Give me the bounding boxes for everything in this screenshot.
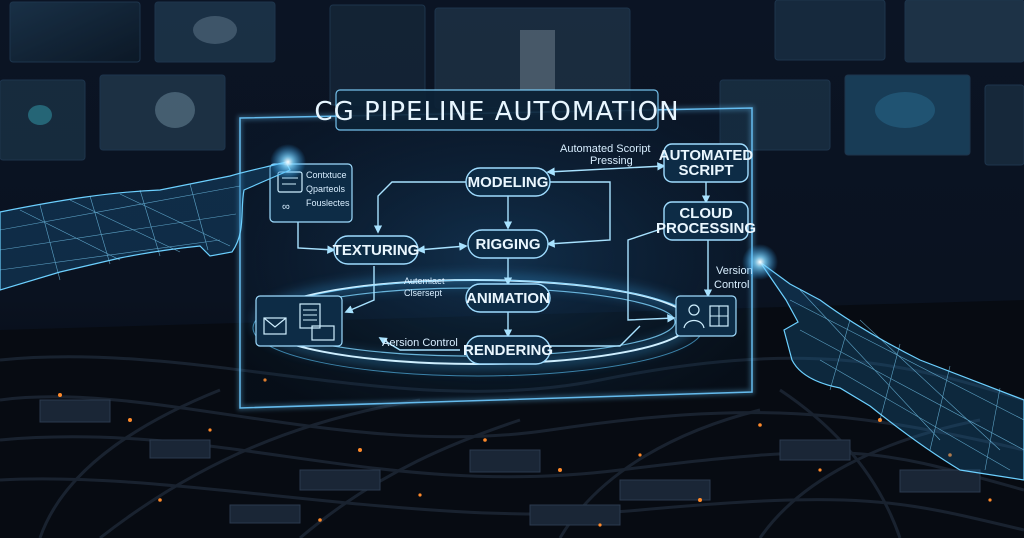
title-banner: CG PIPELINE AUTOMATION: [314, 89, 679, 131]
node-rigging: RIGGING: [467, 229, 549, 259]
node-modeling: MODELING: [465, 167, 551, 197]
node-rigging-label: RIGGING: [475, 236, 540, 253]
annotation-mid-line1: Autemlaet: [404, 276, 445, 286]
annotations: Automated Scoript Pressing Autemlaet Cls…: [382, 143, 753, 349]
card-infinity-icon: ∞: [282, 201, 290, 213]
node-modeling-label: MODELING: [468, 174, 549, 191]
node-animation-label: ANIMATION: [466, 290, 550, 307]
annotation-bottom: Aersion Control: [382, 337, 458, 349]
card-line-1: Contxtuce: [306, 170, 347, 180]
background-monitors: [0, 0, 1024, 166]
right-bottom-icons: [675, 295, 737, 337]
node-texturing-label: TEXTURING: [333, 242, 420, 259]
node-cloud-processing-line1: CLOUD: [679, 205, 732, 222]
user-icon: [683, 304, 705, 329]
annotation-mid-line2: Clsersept: [404, 288, 443, 298]
left-holo-hand: [0, 144, 306, 291]
right-holo-hand: [742, 244, 1024, 481]
node-texturing: TEXTURING: [333, 235, 420, 265]
grid-icon: [709, 305, 729, 327]
node-cloud-processing: CLOUD PROCESSING: [656, 201, 756, 241]
node-cloud-processing-line2: PROCESSING: [656, 220, 756, 237]
document-icon: [299, 303, 321, 329]
node-animation: ANIMATION: [465, 283, 551, 313]
database-icon: [311, 325, 335, 341]
annotation-right-line2: Control: [714, 279, 749, 291]
annotation-top-line2: Pressing: [590, 155, 633, 167]
node-rendering: RENDERING: [463, 335, 553, 365]
node-automated-script-line1: AUTOMATED: [659, 147, 754, 164]
node-automated-script: AUTOMATED SCRIPT: [659, 143, 754, 183]
card-line-3: Fouslectes: [306, 198, 350, 208]
page-title: CG PIPELINE AUTOMATION: [314, 97, 679, 127]
left-bottom-icons: [255, 295, 343, 347]
pipeline-connectors: [297, 162, 713, 351]
node-rendering-label: RENDERING: [463, 342, 553, 359]
annotation-top-line1: Automated Scoript: [560, 143, 651, 155]
mail-icon: [263, 317, 287, 335]
node-automated-script-line2: SCRIPT: [678, 162, 733, 179]
card-line-2: Qparteols: [306, 184, 346, 194]
